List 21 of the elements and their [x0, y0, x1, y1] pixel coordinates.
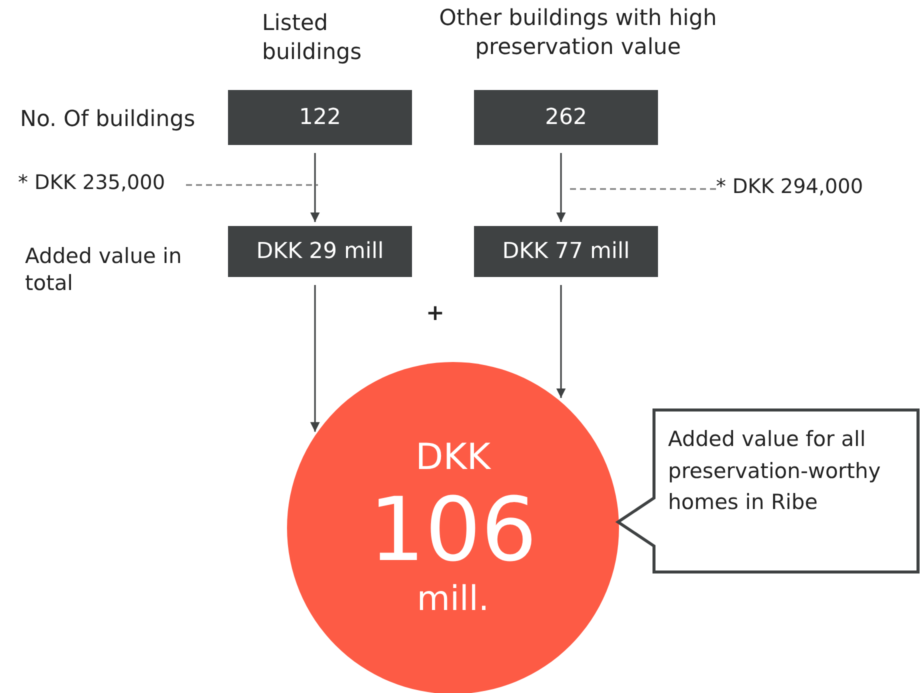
- rate-text: * DKK 294,000: [716, 174, 886, 202]
- column-heading: Other buildings with high preservation value: [438, 5, 718, 62]
- arrow: [556, 285, 566, 398]
- row-label: No. Of buildings: [20, 106, 196, 134]
- rate-text: * DKK 235,000: [18, 170, 186, 198]
- value-box: 262: [474, 90, 658, 145]
- arrow: [556, 153, 566, 222]
- leader-line: [186, 184, 318, 186]
- arrow: [310, 285, 320, 432]
- value-box: 122: [228, 90, 412, 145]
- value-box: DKK 29 mill: [228, 226, 412, 277]
- total-text: DKK: [416, 437, 490, 479]
- value-box: DKK 77 mill: [474, 226, 658, 277]
- plus-sign: +: [426, 300, 446, 328]
- column-heading: Listed buildings: [262, 10, 363, 67]
- callout-text: Added value for all preservation-worthy homes in Ribe: [668, 426, 882, 516]
- total-text: 106: [369, 478, 537, 580]
- arrow: [310, 153, 320, 222]
- callout-bubble: [614, 408, 920, 574]
- row-label: Added value in total: [25, 243, 183, 298]
- total-text: mill.: [416, 580, 490, 619]
